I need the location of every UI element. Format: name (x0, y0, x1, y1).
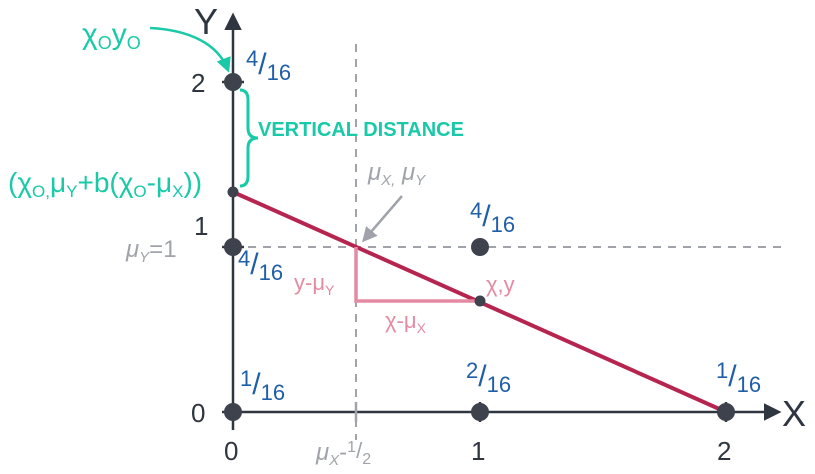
vertical-distance-label: VERTICAL DISTANCE (258, 119, 464, 141)
point-0-1 (224, 238, 242, 256)
x-tick-label-1: 1 (471, 436, 485, 466)
prob-label-1-1: 4/16 (470, 198, 515, 237)
y-tick-label-2: 2 (191, 68, 205, 98)
sample-point-marker (474, 295, 486, 307)
dx-label: χ-μX (385, 308, 427, 336)
point-1-1 (471, 238, 489, 256)
y-axis-label: Y (194, 1, 218, 42)
predicted-point-label: (χO,μY+b(χO-μX)) (8, 167, 202, 201)
mu-y-label: μY=1 (125, 236, 177, 266)
x-tick-label-0: 0 (224, 436, 238, 466)
y-tick-label-0: 0 (191, 398, 205, 428)
point-0-0 (224, 403, 242, 421)
point-1-0 (471, 403, 489, 421)
predicted-point-marker (227, 186, 239, 198)
point-2-0 (717, 403, 735, 421)
prob-label-0-0: 1/16 (240, 366, 285, 405)
dy-label: y-μY (294, 270, 335, 298)
observed-point-label: χOyO (82, 18, 141, 53)
deviation-triangle (354, 247, 480, 303)
x-tick-label-2: 2 (717, 436, 731, 466)
y-tick-label-1: 1 (194, 211, 208, 241)
point-0-2 (224, 73, 242, 91)
sample-point-label: χ,y (486, 272, 515, 297)
prob-label-2-0: 1/16 (716, 358, 761, 397)
mean-point-label: μX, μY (367, 159, 426, 189)
prob-label-1-0: 2/16 (466, 358, 511, 397)
observed-point-arrow (149, 26, 231, 73)
mean-point-arrow (362, 195, 403, 243)
prob-label-0-1: 4/16 (238, 246, 283, 285)
mu-x-tick-label: μX-1/2 (315, 438, 371, 469)
x-axis-label: X (782, 393, 806, 434)
prob-label-0-2: 4/16 (246, 46, 291, 85)
vertical-distance-brace (239, 88, 259, 188)
